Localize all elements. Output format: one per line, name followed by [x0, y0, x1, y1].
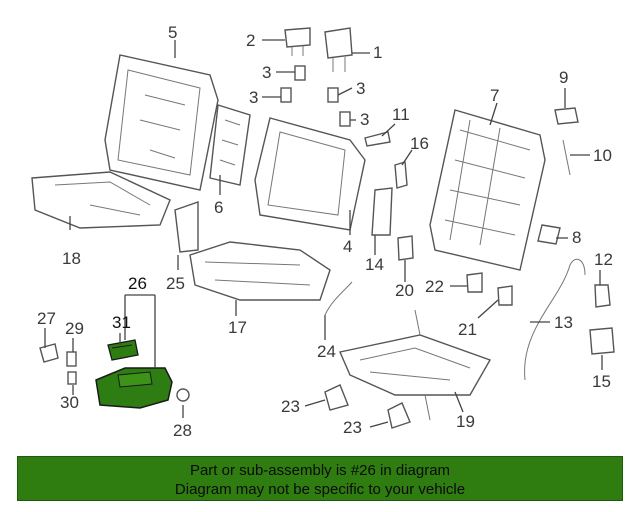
parts-27-30 [39, 343, 190, 402]
part-5-seatback-left [104, 54, 219, 191]
callout-7: 7 [490, 86, 499, 105]
part-4-seatback-center [254, 117, 366, 231]
callout-8: 8 [572, 228, 581, 247]
part-31-cupholder-highlighted[interactable] [107, 339, 139, 361]
callout-2: 2 [246, 31, 255, 50]
part-6-panel [209, 104, 251, 186]
callout-28: 28 [173, 421, 192, 440]
part-26-armrest-highlighted[interactable] [95, 367, 173, 409]
callout-25: 25 [166, 274, 185, 293]
callout-3: 3 [249, 88, 258, 107]
parts-12-13-15 [524, 258, 615, 381]
callout-4: 4 [343, 237, 352, 256]
parts-diagram: 1 2 3 3 3 3 4 5 6 7 8 9 10 11 12 13 14 1… [31, 23, 615, 440]
callout-21: 21 [458, 320, 477, 339]
callout-3: 3 [262, 63, 271, 82]
callout-22: 22 [425, 277, 444, 296]
callout-11: 11 [392, 105, 410, 124]
callout-3: 3 [360, 110, 369, 129]
callout-30: 30 [60, 393, 79, 412]
callout-17: 17 [228, 318, 247, 337]
callout-1: 1 [373, 43, 382, 62]
notice-line-1: Part or sub-assembly is #26 in diagram [189, 462, 451, 479]
callout-10: 10 [593, 146, 612, 165]
leader-lines [44, 39, 603, 428]
part-18-cushion-left [31, 171, 171, 229]
callout-29: 29 [65, 319, 84, 338]
part-1-headrest [324, 27, 353, 72]
part-2-headrest [284, 27, 311, 56]
small-parts-right [364, 107, 579, 306]
callout-18: 18 [62, 249, 81, 268]
callout-3: 3 [356, 79, 365, 98]
callout-23: 23 [281, 397, 300, 416]
callout-31: 31 [112, 313, 131, 332]
callout-15: 15 [592, 372, 611, 391]
callout-5: 5 [168, 23, 177, 42]
notice-banner: Part or sub-assembly is #26 in diagram D… [17, 456, 623, 501]
callout-13: 13 [554, 313, 573, 332]
callout-12: 12 [594, 250, 613, 269]
callout-23: 23 [343, 418, 362, 437]
notice-line-2: Diagram may not be specific to your vehi… [174, 481, 466, 498]
callout-14: 14 [365, 255, 384, 274]
callouts: 1 2 3 3 3 3 4 5 6 7 8 9 10 11 12 13 14 1… [37, 23, 613, 440]
callout-16: 16 [410, 134, 429, 153]
part-19-base-frame [339, 309, 492, 421]
callout-19: 19 [456, 412, 475, 431]
part-7-seat-frame [429, 109, 546, 271]
part-17-cushion-center [189, 241, 331, 301]
callout-6: 6 [214, 198, 223, 217]
callout-9: 9 [559, 68, 568, 87]
part-3-guides [280, 65, 351, 127]
callout-20: 20 [395, 281, 414, 300]
parts-23-24-25 [174, 201, 411, 429]
callout-24: 24 [317, 342, 336, 361]
callout-27: 27 [37, 309, 56, 328]
callout-26: 26 [128, 274, 147, 293]
